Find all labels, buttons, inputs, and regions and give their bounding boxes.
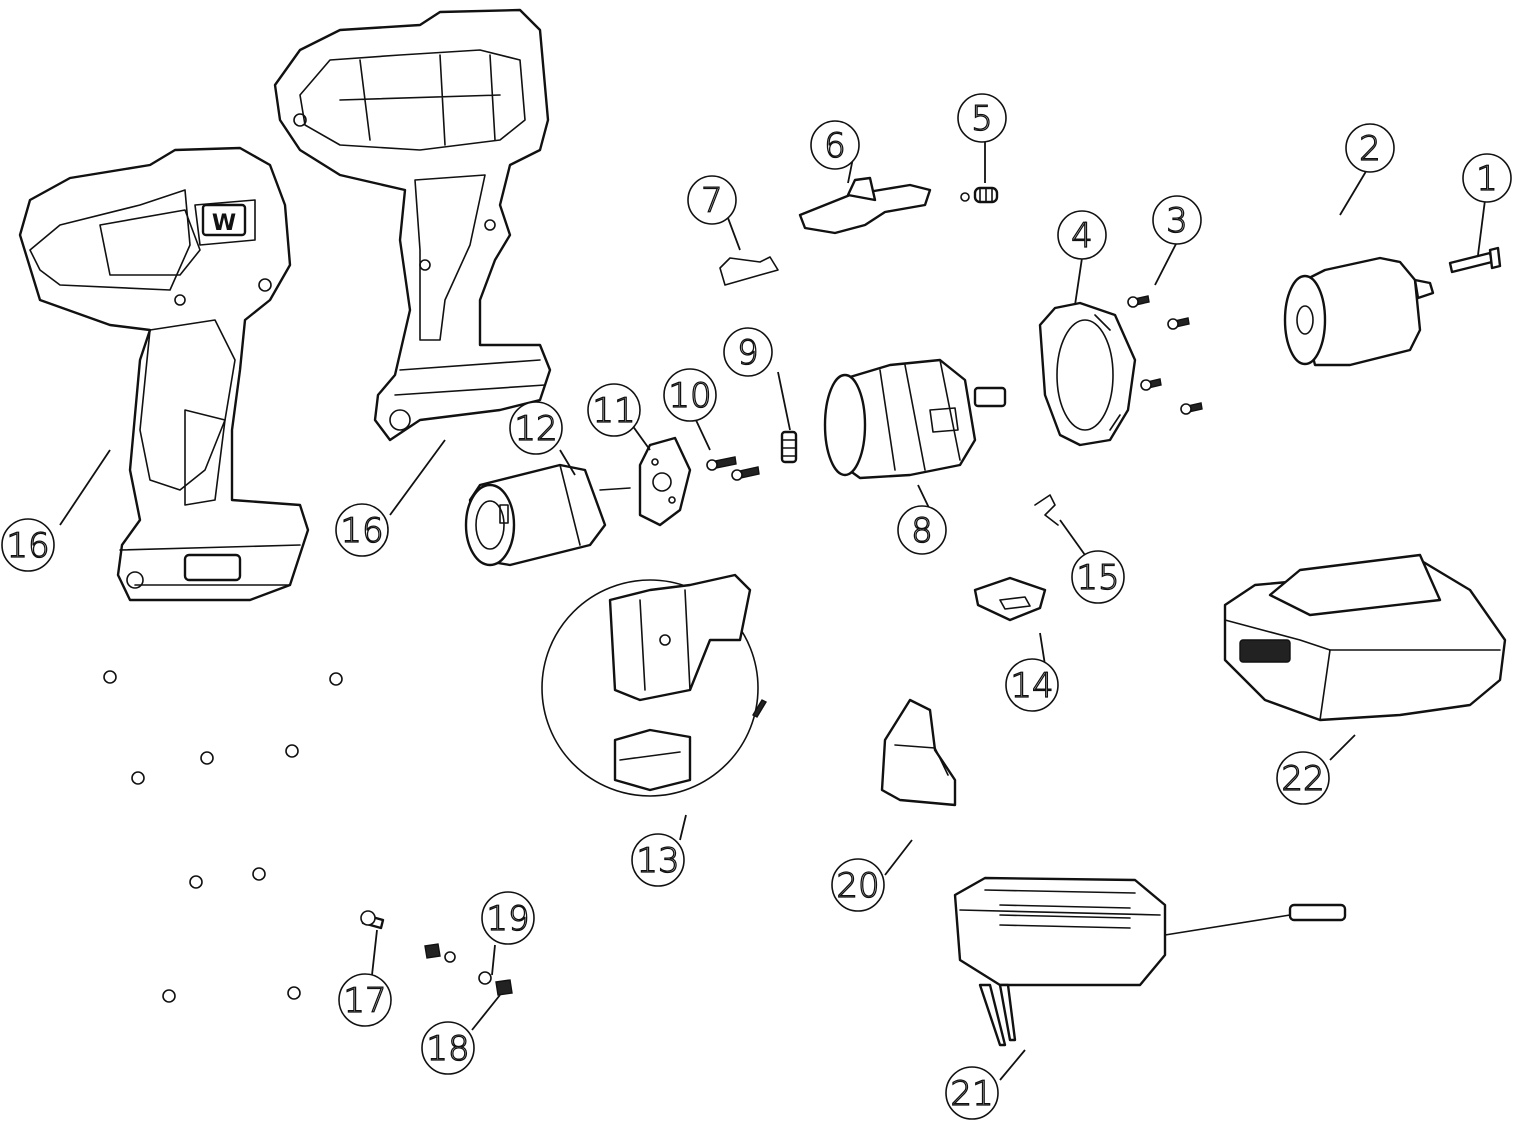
charger xyxy=(953,876,1347,1047)
slider-button xyxy=(973,576,1047,622)
wire-spring xyxy=(719,256,779,286)
drill-chuck xyxy=(1283,256,1435,367)
chuck-screw xyxy=(1448,246,1502,274)
callout-12: 12 xyxy=(509,401,563,455)
callout-label-20: 20 xyxy=(836,866,879,906)
callout-label-11: 11 xyxy=(592,391,635,431)
callout-14: 14 xyxy=(1005,658,1059,712)
callout-label-9: 9 xyxy=(737,333,759,373)
callout-6: 6 xyxy=(810,120,860,170)
trigger-switch-group xyxy=(541,573,767,797)
callout-label-12: 12 xyxy=(514,409,557,449)
callout-label-3: 3 xyxy=(1166,201,1188,241)
callout-1: 1 xyxy=(1462,153,1512,203)
callout-label-22: 22 xyxy=(1281,759,1324,799)
callout-2: 2 xyxy=(1345,123,1395,173)
callout-16-left: 16 xyxy=(1,518,55,572)
callout-15: 15 xyxy=(1071,550,1125,604)
callout-13: 13 xyxy=(631,833,685,887)
callout-label-5: 5 xyxy=(971,99,993,139)
housing-logo: W xyxy=(212,211,236,236)
callout-label-18: 18 xyxy=(426,1029,469,1069)
callout-label-2: 2 xyxy=(1359,129,1381,169)
battery-pack xyxy=(1223,553,1507,722)
housing-half-right xyxy=(273,8,552,442)
callout-label-7: 7 xyxy=(701,181,723,221)
callout-19: 19 xyxy=(481,891,535,945)
gearbox xyxy=(823,358,1007,480)
leader-lines xyxy=(59,142,1486,1081)
callout-7: 7 xyxy=(687,175,737,225)
clip-15 xyxy=(1034,494,1059,526)
callout-5: 5 xyxy=(957,93,1007,143)
callout-11: 11 xyxy=(587,383,641,437)
callout-label-17: 17 xyxy=(343,981,386,1021)
callout-label-4: 4 xyxy=(1071,216,1093,256)
callout-4: 4 xyxy=(1057,210,1107,260)
direction-switch xyxy=(798,176,932,235)
housing-half-left: W xyxy=(18,146,310,602)
callout-16-right: 16 xyxy=(335,503,389,557)
callout-18: 18 xyxy=(421,1021,475,1075)
callout-9: 9 xyxy=(723,327,773,377)
callout-label-10: 10 xyxy=(668,376,711,416)
loose-screws xyxy=(103,670,513,1003)
belt-clip xyxy=(880,698,957,807)
callout-20: 20 xyxy=(831,858,885,912)
callout-17: 17 xyxy=(338,973,392,1027)
motor xyxy=(464,463,631,567)
gear-clamp xyxy=(1038,301,1137,447)
callout-label-14: 14 xyxy=(1010,666,1053,706)
callout-22: 22 xyxy=(1276,751,1330,805)
callout-10: 10 xyxy=(663,368,717,422)
callout-label-16b: 16 xyxy=(340,511,383,551)
callout-21: 21 xyxy=(945,1066,999,1120)
callout-label-8: 8 xyxy=(911,511,933,551)
pinion-gear xyxy=(780,430,798,464)
screws-3 xyxy=(1127,295,1203,415)
callout-label-6: 6 xyxy=(824,126,846,166)
callout-3: 3 xyxy=(1152,195,1202,245)
spring-5 xyxy=(960,186,999,204)
callout-label-19: 19 xyxy=(486,899,529,939)
callout-label-15: 15 xyxy=(1076,558,1119,598)
callout-label-16a: 16 xyxy=(6,526,49,566)
callout-label-13: 13 xyxy=(636,841,679,881)
motor-plate xyxy=(638,436,692,527)
screws-10 xyxy=(706,456,760,481)
callout-label-1: 1 xyxy=(1476,159,1498,199)
callout-label-21: 21 xyxy=(950,1074,993,1114)
callout-8: 8 xyxy=(897,505,947,555)
